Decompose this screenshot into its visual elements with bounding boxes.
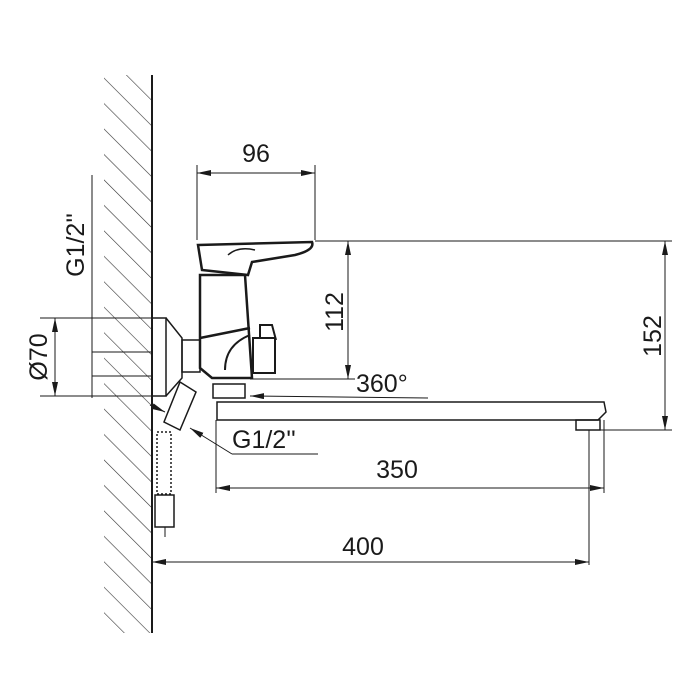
dimension-height: 112 152	[250, 240, 672, 431]
dimension-label-350: 350	[376, 456, 418, 484]
spout	[216, 401, 607, 431]
dimension-350: 350	[215, 420, 605, 493]
hose-thread-annotation: G1/2''	[149, 403, 318, 455]
dimension-label-152: 152	[639, 315, 667, 357]
dimension-label-96: 96	[242, 140, 270, 168]
swivel-annotation: 360°	[249, 370, 429, 400]
dimension-96: 96	[196, 140, 316, 240]
lever-handle	[196, 240, 314, 277]
hose-thread-label: G1/2''	[232, 426, 296, 454]
dimension-label-400: 400	[342, 533, 384, 561]
dimension-label-inlet-thread: G1/2''	[62, 213, 90, 277]
shower-hose	[154, 380, 197, 537]
dimension-label-112: 112	[321, 292, 349, 332]
swivel-angle-label: 360°	[356, 370, 408, 398]
wall	[104, 75, 153, 633]
dimension-inlet-thread: G1/2''	[62, 175, 93, 398]
dimension-label-flange-diameter: Ø70	[25, 333, 53, 380]
dimension-flange-diameter: Ø70	[25, 317, 166, 397]
mixer-body	[198, 273, 277, 399]
dimension-400: 400	[152, 430, 590, 565]
